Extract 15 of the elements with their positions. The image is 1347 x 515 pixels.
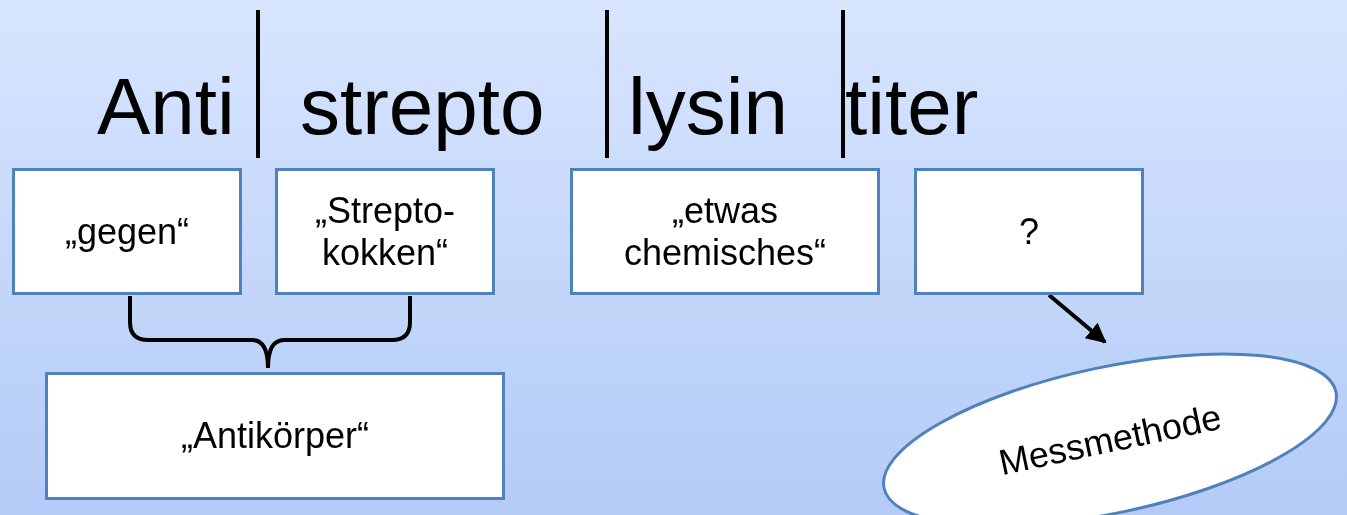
text-box [45,372,505,500]
word-part: lysin [628,62,789,152]
node-label: ? [1019,210,1039,253]
node-label: „Strepto- kokken“ [313,189,456,274]
text-box [12,168,242,295]
text-box [570,168,880,295]
text-box [914,168,1144,295]
word-part: titer [845,62,979,152]
node-label: „Antikörper“ [180,415,370,457]
word-part: Anti [97,62,235,152]
node-label: „etwas chemisches“ [622,189,828,274]
word-part: strepto [300,62,545,152]
arrow [1047,293,1107,344]
text-box [275,168,495,295]
node-label: „gegen“ [64,210,190,253]
